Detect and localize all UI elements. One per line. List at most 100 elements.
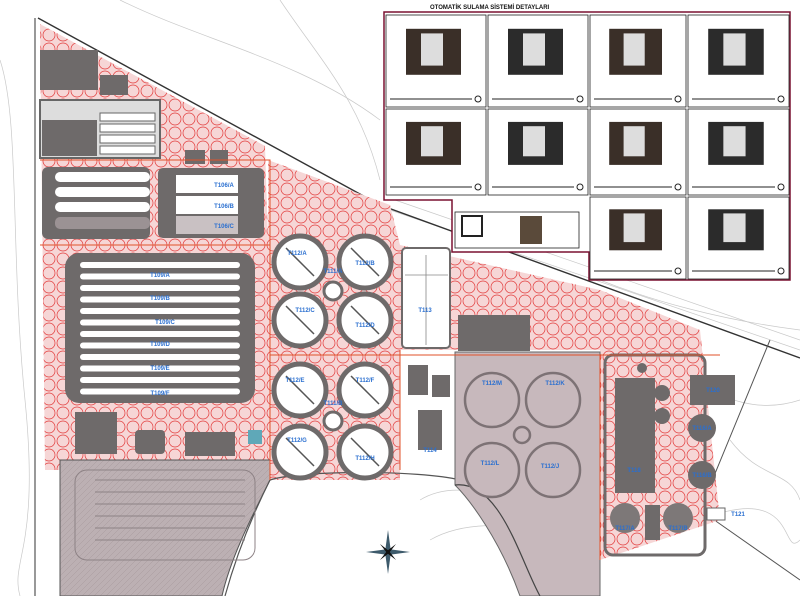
scale-symbol-icon	[777, 95, 785, 103]
tank-lane	[80, 308, 240, 314]
irrigation-pipes	[40, 159, 720, 560]
tank-lane	[80, 273, 240, 280]
unit-label: T118	[627, 468, 641, 474]
future-chamber	[512, 425, 532, 445]
irrigation-detail-sheet: OTOMATİK SULAMA SİSTEMİ DETAYLARI	[380, 0, 800, 281]
unit-label: T117/B	[668, 526, 688, 532]
unit-label: T116/B	[692, 473, 712, 479]
future-clarifier	[524, 441, 582, 499]
building	[408, 365, 428, 395]
tank-lane	[80, 319, 240, 326]
tank-lane	[80, 296, 240, 303]
unit-label: T109/B	[150, 296, 170, 302]
scale-symbol-icon	[474, 183, 482, 191]
future-clarifier	[524, 371, 582, 429]
scale-symbol-icon	[777, 183, 785, 191]
tank-lane	[80, 354, 240, 360]
unit-label: T109/E	[150, 366, 169, 372]
future-tanks	[74, 469, 256, 561]
scale-symbol-icon	[474, 95, 482, 103]
detail-section-fill	[421, 126, 443, 157]
unit-label: T120	[706, 388, 720, 394]
building	[458, 315, 530, 351]
unit-label: T114	[423, 448, 437, 454]
detail-section-fill	[623, 213, 645, 243]
clarifier-bridge	[285, 305, 315, 335]
unit-label: T112/H	[355, 456, 374, 462]
building-t120	[690, 375, 735, 405]
unit-label: T121	[731, 512, 745, 518]
building-t114	[418, 410, 442, 450]
detail-section-fill	[421, 33, 443, 66]
future-clarifier	[463, 371, 521, 429]
detail-sheet-title: OTOMATİK SULAMA SİSTEMİ DETAYLARI	[430, 4, 550, 11]
unit-label: T112/D	[355, 323, 375, 329]
unit-label: T109/A	[150, 273, 170, 279]
scale-symbol-icon	[576, 95, 584, 103]
digester	[688, 461, 716, 489]
detail-section-fill	[623, 126, 645, 157]
north-arrow-icon	[366, 530, 410, 574]
admin-area	[39, 50, 228, 164]
clarifier-bridge	[285, 247, 315, 277]
building	[135, 430, 165, 454]
building	[432, 375, 450, 397]
future-clarifier	[463, 441, 521, 499]
tank-lane	[80, 342, 240, 349]
tank-lane	[80, 377, 240, 383]
unit-label: T117/A	[615, 526, 635, 532]
detail-panel	[454, 211, 580, 249]
tank-lane	[80, 331, 240, 337]
unit-label: T112/C	[295, 308, 315, 314]
tank	[610, 503, 640, 533]
unit-label: T112/E	[285, 378, 304, 384]
detail-section-fill	[523, 126, 545, 157]
unit-label: T112/K	[545, 381, 565, 387]
unit-label: T116/A	[692, 426, 712, 432]
building-t118	[615, 378, 655, 493]
unit-label: T111/A	[323, 269, 343, 275]
clarifier-bridge	[350, 375, 380, 405]
digester	[688, 414, 716, 442]
unit-label: T113	[418, 308, 432, 314]
building	[75, 412, 117, 454]
tank-lane	[80, 285, 240, 291]
clarifiers	[271, 233, 582, 499]
distribution-chamber	[322, 280, 344, 302]
building	[248, 430, 262, 444]
unit-label: T109/F	[150, 391, 169, 397]
tank-lane	[80, 365, 240, 372]
unit-label: T112/J	[541, 464, 559, 470]
clarifier-bridge	[350, 437, 380, 467]
tank-lane	[80, 388, 240, 395]
scale-symbol-icon	[576, 183, 584, 191]
unit-label: T112/A	[287, 251, 307, 257]
scale-symbol-icon	[674, 183, 682, 191]
unit-label: T109/D	[150, 342, 170, 348]
tank-lane	[80, 262, 240, 268]
building	[185, 432, 235, 456]
tank	[663, 503, 693, 533]
detail-section-fill	[623, 33, 645, 66]
scale-symbol-icon	[777, 267, 785, 275]
unit-label: T112/M	[482, 381, 502, 387]
clarifier-bridge	[285, 437, 315, 467]
scale-symbol-icon	[674, 267, 682, 275]
detail-section-fill	[723, 213, 746, 243]
detail-section-fill	[723, 33, 746, 66]
detail-section-fill	[523, 33, 545, 66]
aeration-tanks-t109: T109/A T109/B T109/C T109/D T109/E T109/…	[65, 253, 255, 403]
unit-label: T112/B	[355, 261, 375, 267]
clarifier-bridge	[350, 305, 380, 335]
aeration-tanks-small: T106/A T106/B T106/C	[42, 167, 264, 239]
scale-symbol-icon	[674, 95, 682, 103]
detail-section-fill	[723, 126, 746, 157]
unit-label: T106/B	[214, 204, 234, 210]
unit-label: T106/A	[214, 183, 234, 189]
clarifier-bridge	[285, 375, 315, 405]
unit-label: T106/C	[214, 224, 234, 230]
unit-label: T109/C	[155, 320, 175, 326]
clarifier-bridge	[350, 247, 380, 277]
unit-label: T111/B	[323, 401, 343, 407]
